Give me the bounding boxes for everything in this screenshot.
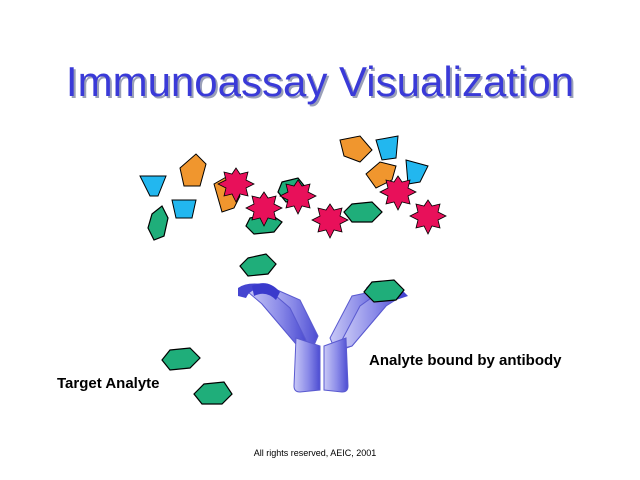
magenta-star-icon — [311, 203, 349, 239]
analyte-hexagon-icon — [239, 253, 277, 277]
orange-pentagon-icon — [339, 135, 373, 163]
blue-trapezoid-icon — [405, 159, 429, 185]
magenta-star-icon — [379, 175, 417, 211]
blue-trapezoid-icon — [171, 199, 197, 219]
magenta-star-icon — [279, 179, 317, 215]
blue-trapezoid-icon — [139, 175, 167, 197]
blue-trapezoid-icon — [375, 135, 399, 161]
copyright-notice: All rights reserved, AEIC, 2001 — [253, 448, 377, 458]
green-hexagon-icon — [343, 201, 383, 223]
target-analyte-label: Target Analyte — [57, 375, 160, 392]
bound-analyte-icon — [363, 279, 405, 303]
bound-analyte-label: Analyte bound by antibody — [369, 352, 562, 369]
target-analyte-icon — [193, 381, 233, 405]
target-analyte-icon — [161, 347, 201, 371]
magenta-star-icon — [409, 199, 447, 235]
magenta-star-icon — [217, 167, 255, 203]
magenta-star-icon — [245, 191, 283, 227]
slide-title: Immunoassay Visualization — [65, 58, 575, 105]
orange-pentagon-icon — [179, 153, 207, 187]
green-hexagon-icon — [147, 205, 169, 241]
